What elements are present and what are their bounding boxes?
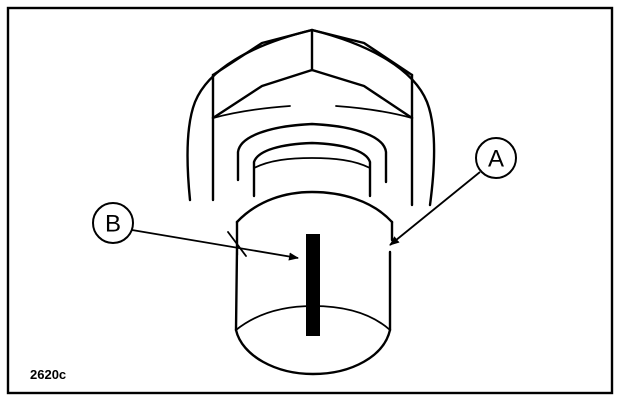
bolt-shank: [234, 190, 394, 376]
alignment-mark: [306, 234, 320, 336]
callout-b-leader: [131, 229, 299, 261]
figure-reference-code: 2620c: [30, 367, 66, 382]
nut-head: [186, 28, 436, 207]
shank-bottom-end: [234, 328, 392, 376]
hex-bevel-right: [335, 105, 413, 119]
shank-right-side: [388, 220, 394, 332]
callout-b-circle: [92, 202, 134, 244]
callout-b-label: B: [105, 211, 121, 238]
neck-inner-lip: [253, 157, 371, 169]
hex-front-edge-right: [310, 68, 414, 120]
callout-a-circle: [475, 137, 517, 179]
callout-a-label: A: [488, 146, 504, 173]
shank-gap-left: [227, 231, 247, 257]
hex-lower-skirt: [211, 116, 414, 207]
callout-a: A: [389, 137, 517, 246]
hex-top-inner-edge: [211, 73, 414, 120]
shank-left-side: [234, 220, 239, 332]
hex-bevel-left: [212, 105, 291, 119]
callout-b: B: [92, 202, 299, 261]
callout-a-leader: [389, 171, 481, 246]
shank-neck: [236, 122, 388, 198]
neck-outer-ring: [236, 122, 388, 184]
figure-frame: [6, 6, 614, 395]
neck-inner-ring: [252, 141, 372, 198]
hex-front-edge-left: [211, 68, 314, 120]
shank-top-curve: [235, 190, 394, 224]
